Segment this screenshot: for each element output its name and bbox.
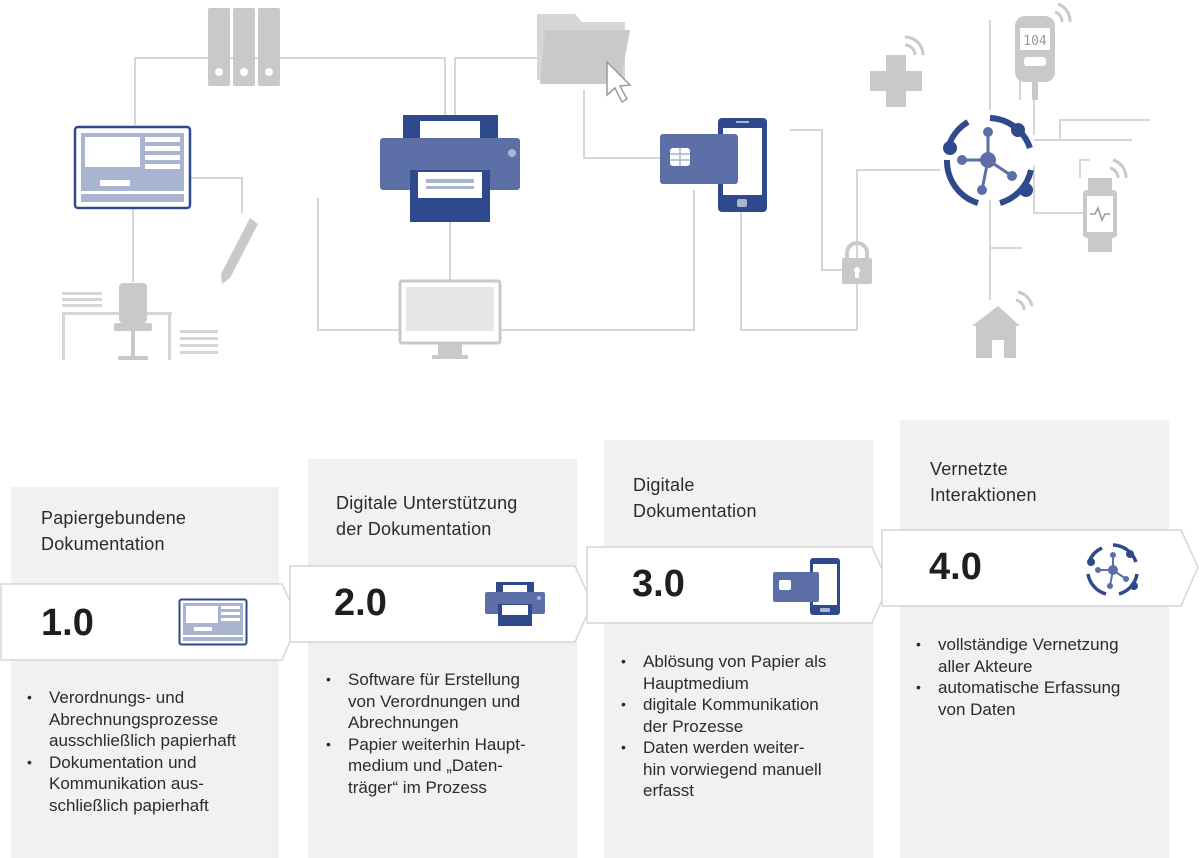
chip-card-icon xyxy=(660,134,738,184)
connector-lines xyxy=(132,20,1150,331)
stage-2-bullets: Software für Erstellung von Verordnungen… xyxy=(326,669,571,798)
desk-chair-icon xyxy=(62,283,218,360)
glucose-meter-icon: 104 xyxy=(1015,2,1072,100)
medical-cross-icon xyxy=(870,35,925,107)
network-hub-icon xyxy=(943,115,1034,206)
monitor-icon xyxy=(398,279,502,359)
binders-icon xyxy=(208,8,280,86)
bullet-item: digitale Kommunikation der Prozesse xyxy=(621,694,866,737)
bullet-item: Dokumentation und Kommunikation aus- sch… xyxy=(27,752,272,817)
bullet-item: automatische Erfassung von Daten xyxy=(916,677,1166,720)
stage-1-bullets: Verordnungs- und Abrechnungsprozesse aus… xyxy=(27,687,272,816)
stage-4-version: 4.0 xyxy=(929,546,982,588)
bullet-item: Verordnungs- und Abrechnungsprozesse aus… xyxy=(27,687,272,752)
bullet-item: Ablösung von Papier als Hauptmedium xyxy=(621,651,866,694)
padlock-icon xyxy=(842,241,872,284)
stage-2-title: Digitale Unterstützung der Dokumentation xyxy=(336,493,518,539)
pen-icon xyxy=(221,218,258,284)
stage-2-version: 2.0 xyxy=(334,582,387,624)
stage-4-ribbon xyxy=(881,529,1200,607)
glucose-meter-reading: 104 xyxy=(1023,34,1047,49)
bullet-item: vollständige Vernetzung aller Akteure xyxy=(916,634,1166,677)
bullet-item: Daten werden weiter- hin vorwiegend manu… xyxy=(621,737,866,802)
network-hub-icon xyxy=(1086,543,1139,596)
printer-icon xyxy=(485,582,545,626)
bullet-item: Software für Erstellung von Verordnungen… xyxy=(326,669,571,734)
printer-icon xyxy=(380,115,520,222)
stage-1-title: Papiergebundene Dokumentation xyxy=(41,508,187,554)
stage-1-version: 1.0 xyxy=(41,602,94,644)
network-illustration: 104 xyxy=(62,2,1150,360)
card-phone-icon xyxy=(773,558,840,615)
stage-4-bullets: vollständige Vernetzung aller Akteure au… xyxy=(916,634,1166,720)
house-icon xyxy=(972,290,1034,358)
tablet-form-icon xyxy=(73,125,192,210)
folder-cursor-icon xyxy=(537,14,632,104)
stage-3-version: 3.0 xyxy=(632,563,685,605)
bullet-item: Papier weiterhin Haupt- medium und „Date… xyxy=(326,734,571,799)
stage-4-title: Vernetzte Interaktionen xyxy=(930,459,1037,505)
smartwatch-icon xyxy=(1083,158,1128,252)
stage-3-title: Digitale Dokumentation xyxy=(633,475,757,521)
tablet-form-icon xyxy=(178,598,248,646)
stage-3-bullets: Ablösung von Papier als Hauptmedium digi… xyxy=(621,651,866,802)
